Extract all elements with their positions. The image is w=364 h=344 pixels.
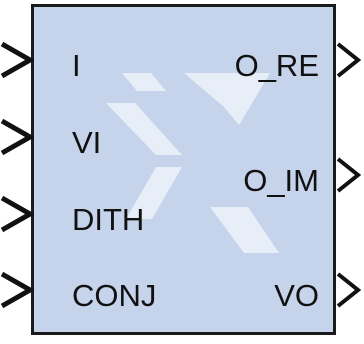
input-port-conj-arrow[interactable] bbox=[0, 270, 34, 310]
input-port-i-arrow[interactable] bbox=[0, 40, 34, 80]
output-port-vo-label: VO bbox=[274, 278, 319, 313]
xilinx-logo-icon bbox=[34, 7, 333, 332]
input-port-vi-label: VI bbox=[72, 125, 102, 160]
output-port-o-im-arrow[interactable] bbox=[335, 155, 363, 195]
input-port-vi-arrow[interactable] bbox=[0, 117, 34, 157]
output-port-o-re-label: O_RE bbox=[234, 48, 319, 83]
output-port-vo-arrow[interactable] bbox=[335, 270, 363, 310]
output-port-o-im-label: O_IM bbox=[243, 163, 319, 198]
input-port-i-label: I bbox=[72, 48, 81, 83]
input-port-dith-arrow[interactable] bbox=[0, 194, 34, 234]
output-port-o-re-arrow[interactable] bbox=[335, 40, 363, 80]
dds-block[interactable]: I VI DITH CONJ O_RE O_IM VO bbox=[31, 4, 336, 335]
input-port-conj-label: CONJ bbox=[72, 278, 157, 313]
input-port-dith-label: DITH bbox=[72, 202, 145, 237]
